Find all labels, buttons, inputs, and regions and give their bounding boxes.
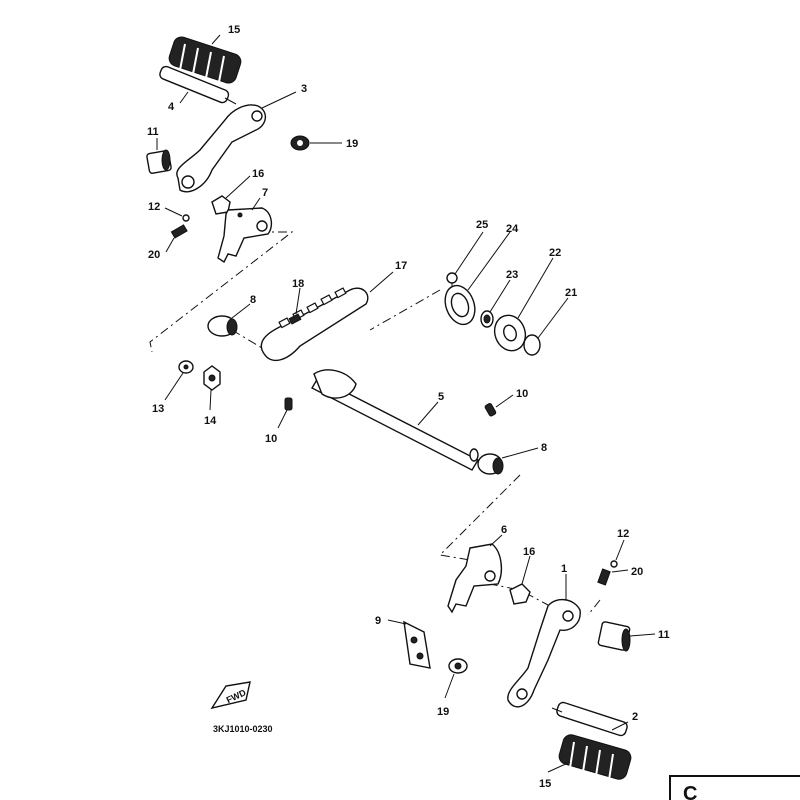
part-14-nut: [203, 365, 221, 391]
callout-21: 21: [565, 287, 577, 299]
part-5-shift-shaft: [311, 369, 479, 471]
part-23-collar: [480, 310, 494, 328]
callout-24: 24: [506, 223, 519, 235]
forward-arrow-icon: FWD: [210, 681, 251, 710]
callout-labels: 15 4 3 11 19 16 7 12 20 25 24 17 22 23 2…: [147, 24, 670, 790]
part-11-bushing-lower: [597, 621, 631, 652]
callout-11-lower: 11: [658, 629, 670, 641]
callout-15-upper: 15: [228, 24, 240, 36]
part-12-ball-upper: [182, 214, 190, 222]
part-4-pedal-shaft-upper: [159, 65, 237, 105]
corner-letter: C: [683, 783, 697, 800]
callout-7: 7: [262, 187, 268, 199]
part-15-rubber-lower: [558, 734, 632, 781]
callout-12-upper: 12: [148, 201, 160, 213]
callout-18: 18: [292, 278, 304, 290]
drawing-code: 3KJ1010-0230: [213, 724, 273, 734]
part-20-spring-lower: [597, 568, 611, 586]
callout-25: 25: [476, 219, 488, 231]
callout-5: 5: [438, 391, 444, 403]
part-7-shift-fork-plate-upper: [217, 207, 273, 264]
part-22-sprocket: [493, 314, 527, 352]
part-16-washer-lower: [509, 583, 531, 605]
callout-10-left: 10: [265, 433, 277, 445]
callout-2: 2: [632, 711, 638, 723]
part-1-pedal-arm-lower: [507, 599, 581, 708]
callout-20-upper: 20: [148, 249, 160, 261]
callout-10-right: 10: [516, 388, 528, 400]
callout-8-upper: 8: [250, 294, 256, 306]
callout-13: 13: [152, 403, 164, 415]
part-20-spring-upper: [170, 224, 188, 239]
callout-12-lower: 12: [617, 528, 629, 540]
part-10-pin-left: [284, 397, 293, 411]
part-13-washer: [178, 360, 194, 374]
callout-9: 9: [375, 615, 381, 627]
callout-22: 22: [549, 247, 561, 259]
callout-15-lower: 15: [539, 778, 551, 790]
part-11-bushing-upper: [146, 149, 172, 174]
part-19-nut-lower: [448, 658, 468, 674]
callout-11-upper: 11: [147, 126, 159, 138]
callout-20-lower: 20: [631, 566, 643, 578]
leader-lines: [156, 34, 656, 773]
callout-8-lower: 8: [541, 442, 547, 454]
part-2-pedal-shaft-lower: [551, 701, 628, 737]
part-17-chain: [260, 287, 369, 362]
part-19-nut-upper: [290, 135, 310, 151]
part-10-pin-right: [484, 403, 497, 417]
callout-14: 14: [204, 415, 217, 427]
part-21-washer: [523, 334, 541, 356]
part-8-bushing-lower: [477, 453, 504, 475]
callout-4: 4: [168, 101, 175, 113]
callout-1: 1: [561, 563, 567, 575]
callout-23: 23: [506, 269, 518, 281]
callout-3: 3: [301, 83, 307, 95]
callout-16-lower: 16: [523, 546, 535, 558]
part-3-pedal-arm-upper: [176, 104, 266, 193]
part-16-washer-upper: [211, 195, 231, 215]
callout-19-lower: 19: [437, 706, 449, 718]
part-24-sprocket-plate: [444, 284, 476, 326]
callout-6: 6: [501, 524, 507, 536]
part-6-shift-fork-plate-lower: [447, 543, 503, 614]
callout-16-upper: 16: [252, 168, 264, 180]
part-9-plate: [403, 620, 431, 669]
corner-index-box: C: [669, 775, 800, 800]
part-15-rubber-upper: [168, 36, 242, 84]
callout-19-upper: 19: [346, 138, 358, 150]
part-8-bushing-upper: [207, 315, 238, 337]
part-18-chain-joint: [288, 313, 302, 325]
callout-17: 17: [395, 260, 407, 272]
part-12-ball-lower: [610, 560, 618, 568]
